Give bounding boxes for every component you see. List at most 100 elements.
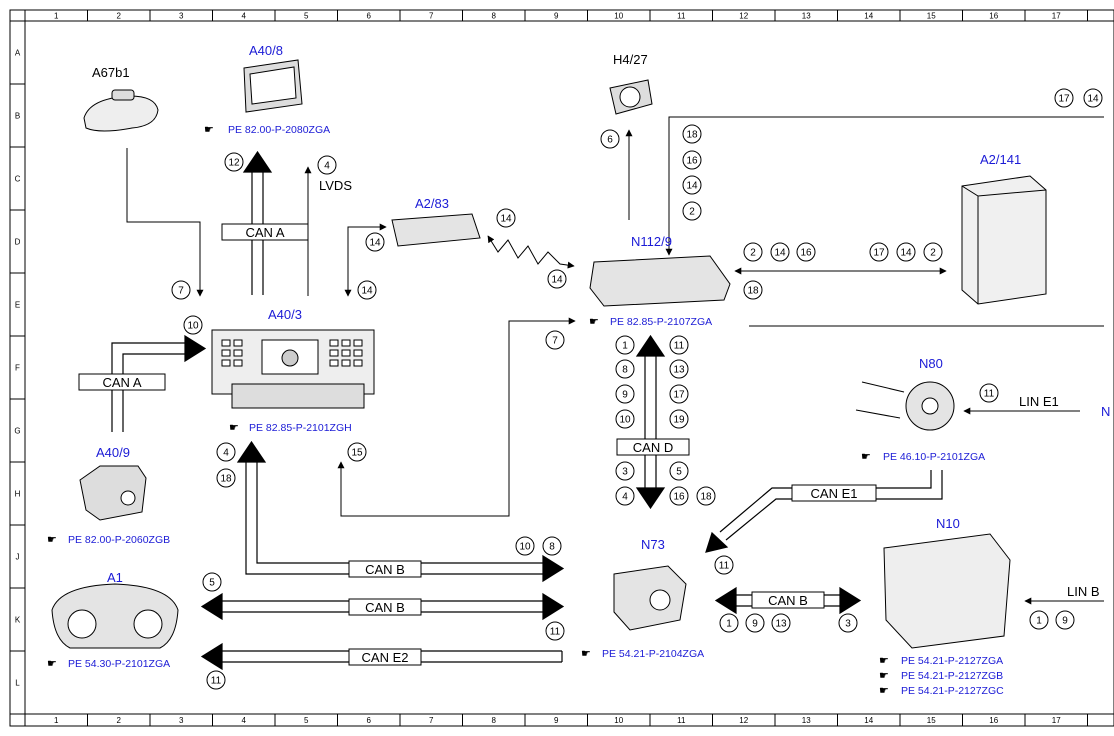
- grid-column-label: 8: [492, 716, 497, 725]
- ref-hand-icon: ☛: [879, 655, 889, 667]
- grid-column-label: 13: [802, 12, 811, 21]
- svg-text:18: 18: [220, 474, 232, 485]
- ref-hand-icon: ☛: [589, 316, 599, 328]
- svg-text:PE 82.00-P-2080ZGA: PE 82.00-P-2080ZGA: [228, 124, 330, 136]
- grid-column-label: 17: [1052, 12, 1061, 21]
- ref-n10-c[interactable]: ☛ PE 54.21-P-2127ZGC: [879, 685, 1004, 697]
- callout: 14: [682, 175, 702, 195]
- svg-text:17: 17: [1058, 94, 1070, 105]
- a40-3-head-unit-icon: [211, 329, 375, 409]
- ref-n10-a[interactable]: ☛ PE 54.21-P-2127ZGA: [879, 655, 1003, 667]
- ref-n112-9[interactable]: ☛ PE 82.85-P-2107ZGA: [589, 316, 712, 328]
- svg-text:10: 10: [619, 415, 631, 426]
- ref-a40-8[interactable]: ☛ PE 82.00-P-2080ZGA: [204, 124, 330, 136]
- callout: 16: [796, 242, 816, 262]
- callout: 11: [714, 555, 734, 575]
- svg-text:6: 6: [607, 135, 613, 146]
- bus-label-can-b-upper: CAN B: [348, 560, 422, 578]
- callout: 8: [615, 359, 635, 379]
- n73-ignition-icon: [613, 565, 687, 631]
- grid-row-label: K: [15, 616, 21, 625]
- grid-column-label: 6: [367, 12, 372, 21]
- grid-column-label: 15: [927, 716, 936, 725]
- callout: 4: [615, 486, 635, 506]
- a1-cluster-icon: [51, 583, 179, 649]
- grid-frame: [9, 9, 1114, 727]
- callout: 1: [719, 613, 739, 633]
- ref-n80[interactable]: ☛ PE 46.10-P-2101ZGA: [861, 451, 985, 463]
- callout-group: 12 4 7 10 14 14 14 14 6 18 16 14 2 17 14…: [171, 88, 1103, 690]
- grid-column-label: 9: [554, 12, 559, 21]
- grid-row-label: L: [15, 679, 20, 688]
- grid-column-label: 13: [802, 716, 811, 725]
- ref-hand-icon: ☛: [879, 685, 889, 697]
- grid-column-label: 1: [54, 12, 59, 21]
- svg-text:16: 16: [673, 492, 685, 503]
- svg-text:15: 15: [351, 448, 363, 459]
- svg-text:3: 3: [622, 467, 628, 478]
- svg-text:11: 11: [211, 676, 222, 687]
- callout: 16: [682, 150, 702, 170]
- can-d-bus: [635, 334, 666, 510]
- callout: 5: [669, 461, 689, 481]
- can-b-upper-bus: [236, 440, 565, 583]
- svg-text:9: 9: [1062, 616, 1068, 627]
- svg-text:PE 54.21-P-2127ZGB: PE 54.21-P-2127ZGB: [901, 670, 1003, 682]
- svg-text:CAN B: CAN B: [365, 562, 405, 577]
- callout: 2: [923, 242, 943, 262]
- svg-text:19: 19: [673, 415, 685, 426]
- ref-n73[interactable]: ☛ PE 54.21-P-2104ZGA: [581, 648, 704, 660]
- callout: 14: [1083, 88, 1103, 108]
- grid-column-label: 12: [739, 716, 748, 725]
- svg-text:PE 82.85-P-2107ZGA: PE 82.85-P-2107ZGA: [610, 316, 712, 328]
- svg-text:13: 13: [775, 619, 787, 630]
- svg-text:PE 54.21-P-2127ZGA: PE 54.21-P-2127ZGA: [901, 655, 1003, 667]
- svg-text:CAN E1: CAN E1: [811, 486, 858, 501]
- callout: 3: [838, 613, 858, 633]
- ref-hand-icon: ☛: [861, 451, 871, 463]
- ref-hand-icon: ☛: [204, 124, 214, 136]
- callout: 5: [202, 572, 222, 592]
- ref-a1[interactable]: ☛ PE 54.30-P-2101ZGA: [47, 658, 170, 670]
- callout: 17: [1054, 88, 1074, 108]
- n112-9-module-icon: [589, 255, 731, 307]
- svg-text:11: 11: [674, 341, 685, 352]
- svg-text:14: 14: [500, 214, 512, 225]
- ref-hand-icon: ☛: [47, 534, 57, 546]
- svg-text:14: 14: [369, 238, 381, 249]
- callout: 11: [206, 670, 226, 690]
- callout: 17: [669, 384, 689, 404]
- bus-label-can-a-left: CAN A: [78, 373, 166, 391]
- bus-label-can-d: CAN D: [616, 438, 690, 456]
- svg-text:16: 16: [686, 156, 698, 167]
- callout: 9: [745, 613, 765, 633]
- bus-label-can-e1: CAN E1: [791, 484, 877, 502]
- ref-n10-b[interactable]: ☛ PE 54.21-P-2127ZGB: [879, 670, 1003, 682]
- grid-column-label: 16: [989, 12, 998, 21]
- ref-a40-3[interactable]: ☛ PE 82.85-P-2101ZGH: [229, 422, 352, 434]
- grid-column-label: 12: [739, 12, 748, 21]
- grid-row-label: B: [15, 112, 20, 121]
- n112-9-label: N112/9: [631, 234, 672, 249]
- a2-141-label: A2/141: [980, 152, 1021, 167]
- callout: 13: [771, 613, 791, 633]
- a40-3-to-n112-line: [337, 317, 576, 517]
- svg-text:PE 82.00-P-2060ZGB: PE 82.00-P-2060ZGB: [68, 534, 170, 546]
- svg-text:PE 46.10-P-2101ZGA: PE 46.10-P-2101ZGA: [883, 451, 985, 463]
- svg-text:4: 4: [324, 161, 330, 172]
- grid-column-label: 8: [492, 12, 497, 21]
- grid-row-label: G: [14, 427, 20, 436]
- a40-9-label: A40/9: [96, 445, 130, 460]
- svg-text:PE 54.30-P-2101ZGA: PE 54.30-P-2101ZGA: [68, 658, 170, 670]
- svg-text:18: 18: [686, 130, 698, 141]
- svg-text:17: 17: [673, 390, 685, 401]
- ref-a40-9[interactable]: ☛ PE 82.00-P-2060ZGB: [47, 534, 170, 546]
- callout: 3: [615, 461, 635, 481]
- callout: 8: [542, 536, 562, 556]
- svg-text:1: 1: [1036, 616, 1042, 627]
- grid-column-label: 14: [864, 12, 873, 21]
- callout: 1: [1029, 610, 1049, 630]
- a67b1-label: A67b1: [92, 65, 130, 80]
